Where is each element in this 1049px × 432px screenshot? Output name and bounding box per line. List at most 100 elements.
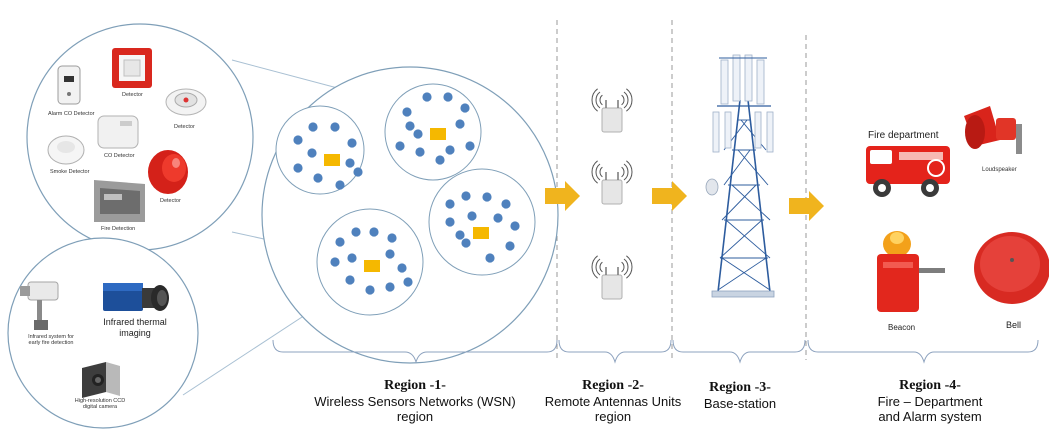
sensor-node [445,217,455,227]
infrared-system-label: Infrared system for early fire detection [28,334,74,346]
remote-antenna-unit-icon [591,88,633,133]
detector-label-3: Detector [160,198,181,204]
sensor-node [307,148,317,158]
loudspeaker-label: Loudspeaker [982,167,1017,173]
fire-department-label: Fire department [868,130,939,141]
sensor-node [335,180,345,190]
infrared-camera-icon [20,281,59,330]
sensor-node [395,141,405,151]
sensor-node [510,221,520,231]
cluster-head-node [430,128,446,140]
sensor-node [505,241,515,251]
smoke-detector-icon [47,135,85,165]
sensor-node [460,103,470,113]
sensor-node [345,158,355,168]
remote-antenna-unit-icon [591,255,633,300]
alarm-co-detector-label: Alarm CO Detector [48,111,95,117]
cluster-head-node [364,260,380,272]
bell-icon [974,232,1049,304]
sensor-node [402,107,412,117]
sensor-node [422,92,432,102]
sensor-node [369,227,379,237]
bell-label: Bell [1006,320,1022,330]
sensor-node [347,253,357,263]
sensor-node [467,211,477,221]
sensor-node [443,92,453,102]
sensor-cluster-3 [428,168,536,276]
sensor-node [347,138,357,148]
sensor-node [385,282,395,292]
sensor-node [405,121,415,131]
region-2-caption: Region -2- Remote Antennas Units region [538,378,688,424]
region-4-line1: Fire – Department [877,394,983,409]
sensor-node [387,233,397,243]
sensor-node [485,253,495,263]
sensor-node [397,263,407,273]
region-2-title: Region -2- [582,378,644,393]
sensor-node [465,141,475,151]
sensor-node [461,238,471,248]
ccd-camera-icon [82,362,120,398]
ceiling-detector-icon [165,88,207,116]
co-detector-icon [97,115,139,149]
region-3-caption: Region -3- Base-station [690,380,790,411]
region-2-line2: region [594,409,632,424]
region-1-line2: region [396,409,434,424]
region-3-line1: Base-station [703,396,777,411]
sensor-node [308,122,318,132]
sensor-node [445,199,455,209]
remote-antenna-unit-icon [591,160,633,205]
region-1-line1: Wireless Sensors Networks (WSN) [314,394,516,409]
region-4-title: Region -4- [899,378,961,393]
region-1-title: Region -1- [384,378,446,393]
ccd-camera-label: High-resolution CCD digital camera [74,398,126,410]
manual-call-point-icon [112,48,152,88]
sensor-node [455,230,465,240]
sensor-node [313,173,323,183]
sensor-clusters [275,83,536,316]
sensor-node [351,227,361,237]
sensor-node [365,285,375,295]
beacon-icon [877,231,945,312]
sensor-node [293,163,303,173]
region-1-caption: Region -1- Wireless Sensors Networks (WS… [310,378,520,424]
sensor-node [413,129,423,139]
detector-label-1: Detector [122,92,143,98]
region-separators [556,20,807,360]
co-detector-label: CO Detector [104,153,135,159]
region-2-line1: Remote Antennas Units [544,394,682,409]
cluster-head-node [473,227,489,239]
region-3-title: Region -3- [709,380,771,395]
region-4-line2: and Alarm system [878,409,982,424]
sensor-node [435,155,445,165]
fire-truck-icon [866,146,950,197]
fire-detection-label: Fire Detection [101,226,136,232]
sensor-node [293,135,303,145]
sensor-node [335,237,345,247]
cluster-head-node [324,154,340,166]
sensor-node [330,257,340,267]
region-4-caption: Region -4- Fire – Department and Alarm s… [855,378,1005,424]
base-station-tower-icon [705,54,775,298]
sensor-node [415,147,425,157]
infrared-thermal-label: Infrared thermal imaging [103,317,167,338]
loudspeaker-icon [964,106,1022,154]
sensor-node [385,249,395,259]
sensor-node [345,275,355,285]
fire-detection-panel-icon [94,180,145,222]
detector-label-2: Detector [174,124,195,130]
beacon-label: Beacon [888,323,916,332]
sensor-node [403,277,413,287]
sensor-node [493,213,503,223]
red-alarm-detector-icon [148,150,188,194]
sensor-node [445,145,455,155]
sensor-node [330,122,340,132]
region-braces [272,339,1039,364]
flow-arrows [545,181,824,221]
sensor-node [461,191,471,201]
alarm-co-detector-icon [57,65,81,105]
smoke-detector-label: Smoke Detector [50,169,90,175]
sensor-node [501,199,511,209]
remote-antenna-units [591,88,633,300]
